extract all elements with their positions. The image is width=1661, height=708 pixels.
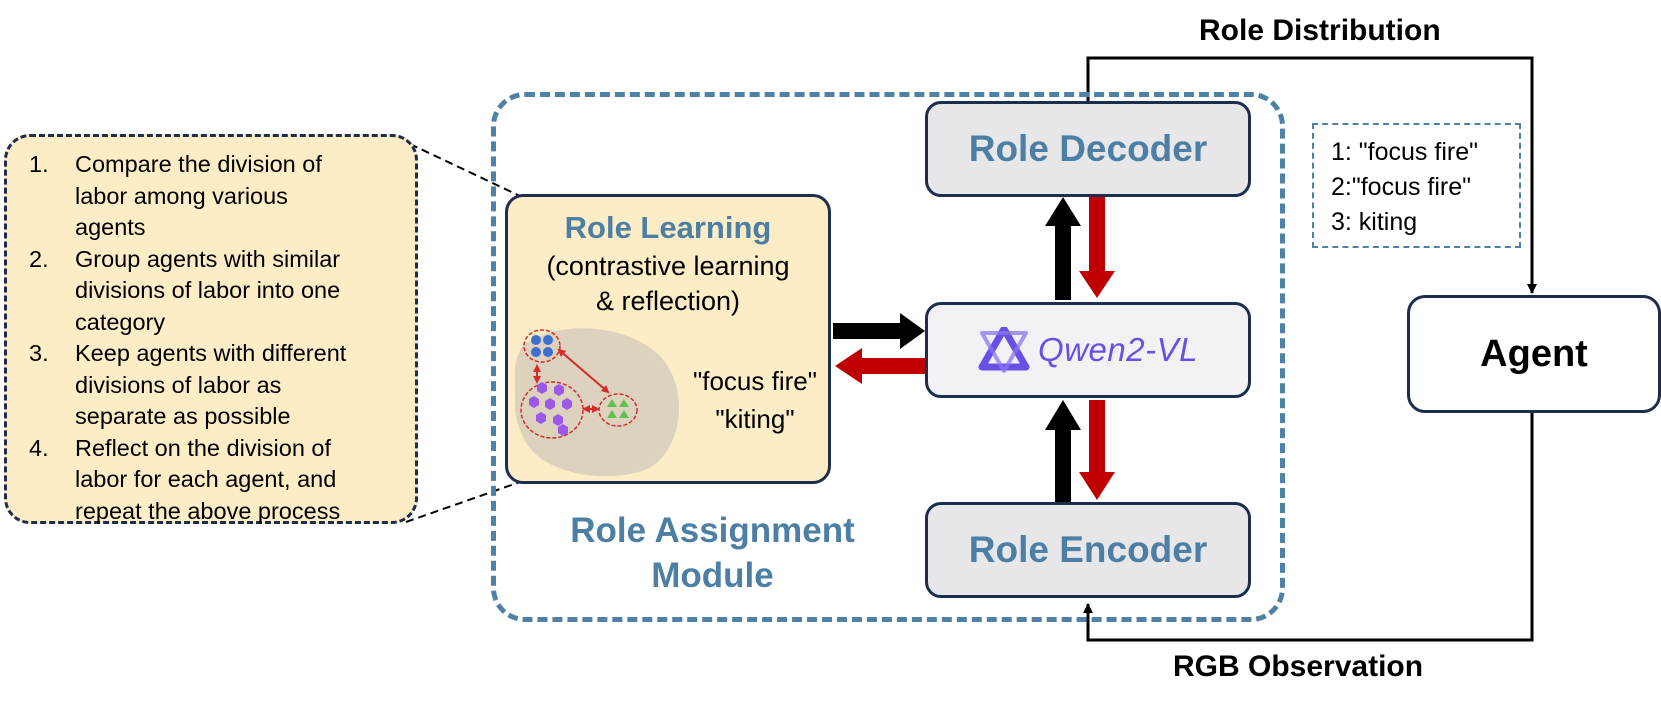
role-encoder-box: Role Encoder xyxy=(925,502,1251,598)
green-agent-triangle xyxy=(607,410,617,418)
step-text-line: separate as possible xyxy=(75,403,291,429)
role-distribution-arrow xyxy=(1086,56,1537,294)
step-text-line: Group agents with similar xyxy=(75,245,341,272)
step-number: 3. xyxy=(29,340,49,366)
arrow-qwen-to-decoder xyxy=(1045,197,1081,300)
role-assignment-module xyxy=(491,92,1285,622)
role-distribution-label: Role Distribution xyxy=(1199,14,1441,47)
step-text-line: Reflect on the division of xyxy=(75,434,332,461)
purple-agent-hex xyxy=(545,398,555,410)
green-agent-triangle xyxy=(607,399,617,407)
step-number: 4. xyxy=(29,434,49,461)
step-text-line: Compare the division of xyxy=(75,151,322,177)
blue-agent-dot xyxy=(531,347,541,357)
arrow-decoder-to-qwen xyxy=(1079,197,1115,298)
role-tag: "focus fire" xyxy=(693,366,817,396)
blue-cluster-outline xyxy=(523,329,561,363)
role-assignment-list: 1: "focus fire" 2:"focus fire" 3: kiting xyxy=(1312,123,1521,248)
blue-agent-dot xyxy=(543,347,553,357)
role-learning-subtitle: (contrastive learning & reflection) xyxy=(505,249,831,319)
step-number: 1. xyxy=(29,151,49,177)
step-item: 2. Group agents with similar divisions o… xyxy=(29,244,413,339)
role-tag: "kiting" xyxy=(715,404,795,434)
blue-agent-dot xyxy=(531,335,541,345)
step-item: 3. Keep agents with different divisions … xyxy=(29,338,413,433)
step-item: 1. Compare the division of labor among v… xyxy=(29,149,413,244)
blue-agent-dot xyxy=(543,335,553,345)
green-agent-triangle xyxy=(619,410,629,418)
role-assignment-item: 3: kiting xyxy=(1331,208,1418,236)
agent-cluster-illustration xyxy=(515,328,680,476)
arrow-qwen-to-learning xyxy=(835,348,925,384)
green-agent-triangle xyxy=(619,399,629,407)
arrow-qwen-to-encoder xyxy=(1079,400,1115,500)
step-number: 2. xyxy=(29,245,49,272)
process-steps-panel: 1. Compare the division of labor among v… xyxy=(4,134,418,524)
role-learning-title: Role Learning xyxy=(564,210,772,245)
step-text-line: Keep agents with different xyxy=(75,340,347,366)
qwen-model-name: Qwen2-VL xyxy=(1038,331,1198,368)
zoom-line-bottom xyxy=(405,481,521,523)
module-title-line2: Module xyxy=(651,556,774,595)
purple-agent-hex xyxy=(537,382,547,394)
module-title: Role Assignment Module xyxy=(540,508,885,598)
qwen-model-box: Qwen2-VL xyxy=(925,302,1251,398)
purple-agent-hex xyxy=(562,398,572,410)
role-assignment-item: 1: "focus fire" xyxy=(1331,138,1478,166)
cluster-relation-arrow xyxy=(557,348,610,394)
module-title-line1: Role Assignment xyxy=(570,511,855,550)
step-text-line: divisions of labor as xyxy=(75,371,282,398)
cluster-background-blob xyxy=(515,328,680,476)
rgb-observation-arrow xyxy=(1083,413,1534,642)
process-steps-list: 1. Compare the division of labor among v… xyxy=(29,149,413,527)
step-text-line: repeat the above process xyxy=(75,497,341,524)
step-text-line: labor for each agent, and xyxy=(75,466,337,492)
step-text-line: divisions of labor into one xyxy=(75,277,341,303)
rgb-observation-label: RGB Observation xyxy=(1173,650,1424,683)
qwen-logo-icon xyxy=(978,327,1030,373)
subtitle-line: & reflection) xyxy=(595,286,741,316)
role-decoder-box: Role Decoder xyxy=(925,101,1251,197)
step-text-line: agents xyxy=(75,214,146,240)
zoom-line-top xyxy=(409,143,521,197)
purple-agent-hex xyxy=(553,414,563,426)
purple-agent-hex xyxy=(558,424,568,436)
purple-agent-hex xyxy=(529,396,539,408)
step-item: 4. Reflect on the division of labor for … xyxy=(29,433,413,528)
step-text-line: category xyxy=(75,308,166,335)
role-tags: "focus fire" "kiting" xyxy=(680,362,830,438)
role-assignment-item: 2:"focus fire" xyxy=(1331,173,1472,201)
arrow-learning-to-qwen xyxy=(833,313,925,349)
agent-box: Agent xyxy=(1407,295,1661,413)
subtitle-line: (contrastive learning xyxy=(546,251,790,281)
step-text-line: labor among various xyxy=(75,182,288,209)
arrow-encoder-to-qwen xyxy=(1045,400,1081,502)
purple-agent-hex xyxy=(536,412,546,424)
